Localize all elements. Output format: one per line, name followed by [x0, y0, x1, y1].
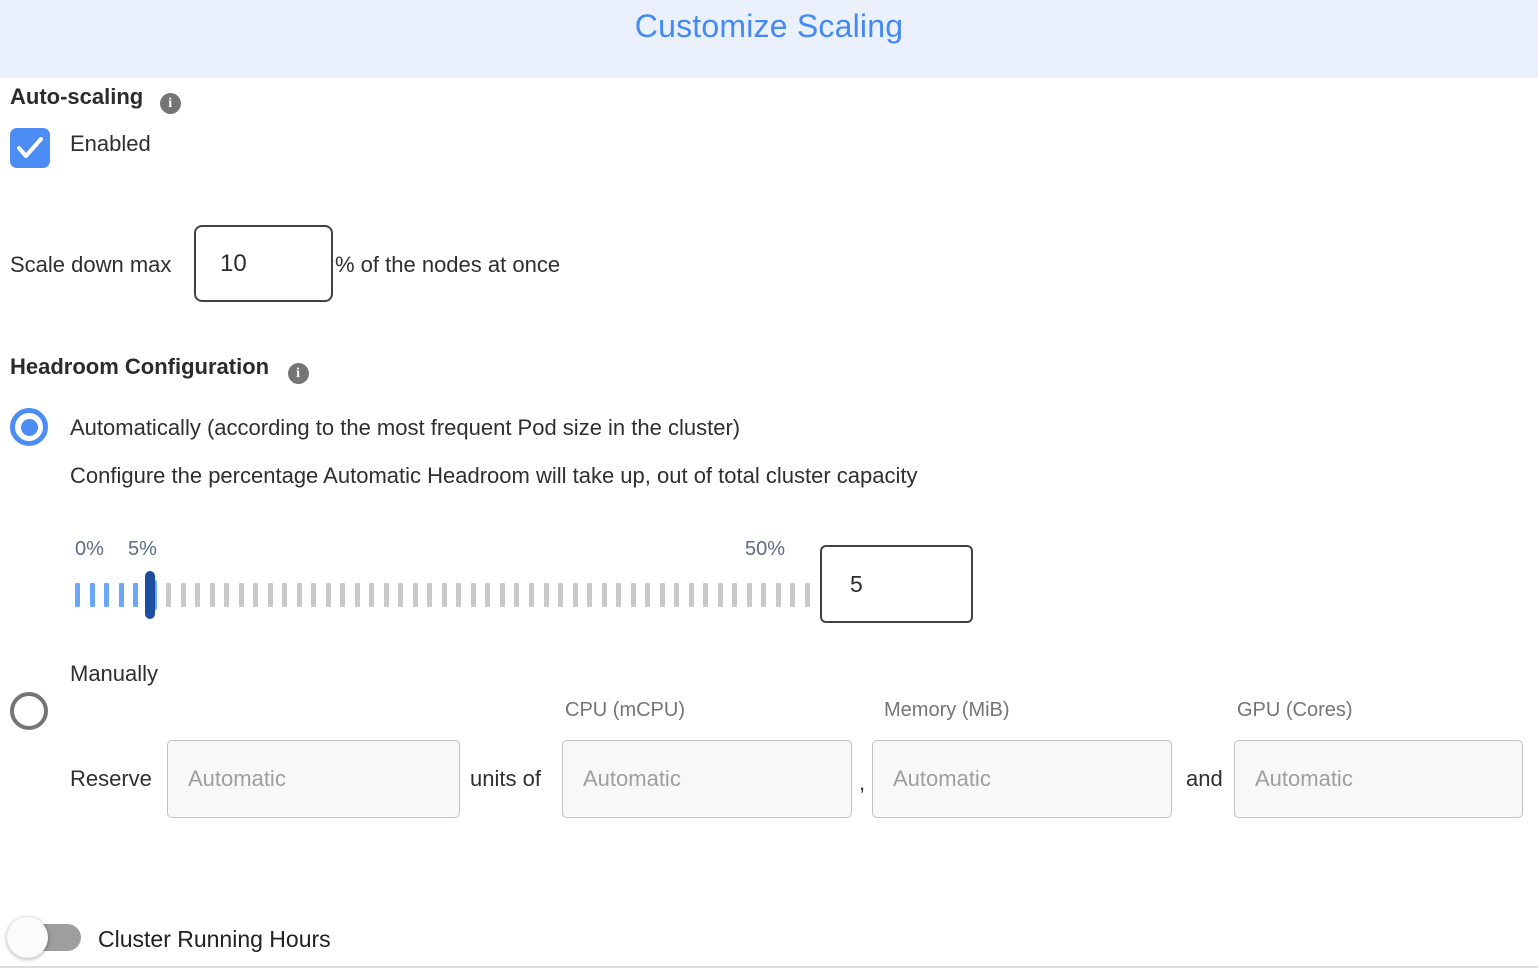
scale-down-max-label: Scale down max	[10, 252, 172, 277]
headroom-percentage-value: 5	[850, 570, 863, 597]
scale-down-max-suffix: % of the nodes at once	[335, 252, 561, 277]
slider-tick	[325, 583, 331, 607]
units-of-label: units of	[470, 766, 541, 791]
slider-tick	[412, 583, 418, 607]
slider-tick	[180, 583, 186, 607]
scale-down-max-value: 10	[220, 249, 247, 277]
slider-tick	[89, 583, 95, 607]
panel-header: Customize Scaling	[0, 0, 1538, 78]
slider-tick	[133, 583, 139, 607]
slider-tick	[209, 583, 215, 607]
slider-tick	[804, 583, 810, 607]
page-title: Customize Scaling	[634, 8, 904, 44]
reserve-memory-placeholder: Automatic	[893, 766, 991, 791]
slider-tick	[75, 583, 80, 607]
slider-min-label: 0%	[75, 538, 104, 560]
slider-tick	[558, 583, 564, 607]
enabled-label: Enabled	[70, 131, 151, 156]
cluster-running-hours-label: Cluster Running Hours	[98, 926, 331, 952]
headroom-info-icon[interactable]: i	[287, 363, 309, 384]
slider-tick	[470, 583, 476, 607]
headroom-manual-radio[interactable]	[10, 692, 48, 730]
slider-tick	[616, 583, 622, 607]
slider-tick	[456, 583, 462, 607]
reserve-gpu-placeholder: Automatic	[1255, 766, 1353, 791]
reserve-cpu-placeholder: Automatic	[583, 766, 681, 791]
slider-tick	[485, 583, 491, 607]
slider-tick	[572, 583, 578, 607]
slider-tick	[645, 583, 651, 607]
slider-tick	[659, 583, 665, 607]
auto-scaling-info-icon[interactable]: i	[159, 93, 181, 114]
slider-tick	[543, 583, 549, 607]
slider-tick	[732, 583, 738, 607]
slider-tick	[253, 583, 259, 607]
headroom-automatic-radio[interactable]	[10, 408, 48, 446]
headroom-automatic-label: Automatically (according to the most fre…	[70, 415, 741, 440]
slider-tick	[224, 583, 230, 607]
slider-tick	[630, 583, 636, 607]
reserve-units-input[interactable]: Automatic	[167, 740, 460, 818]
slider-tick	[104, 583, 110, 607]
slider-tick	[238, 583, 244, 607]
slider-tick	[398, 583, 404, 607]
slider-tick	[267, 583, 273, 607]
slider-tick	[746, 583, 752, 607]
slider-tick	[427, 583, 433, 607]
auto-scaling-section-label: Auto-scaling	[10, 84, 144, 109]
slider-tick	[674, 583, 680, 607]
slider-tick	[441, 583, 447, 607]
memory-column-header: Memory (MiB)	[884, 699, 1010, 721]
slider-tick	[282, 583, 288, 607]
slider-tick	[499, 583, 505, 607]
slider-tick	[166, 583, 172, 607]
auto-scaling-enabled-checkbox[interactable]	[10, 128, 50, 168]
slider-handle[interactable]	[145, 571, 155, 619]
slider-tick	[587, 583, 593, 607]
slider-tick	[383, 583, 389, 607]
reserve-gpu-input[interactable]: Automatic	[1234, 740, 1523, 818]
checkmark-icon	[17, 137, 43, 159]
slider-tick	[354, 583, 360, 607]
slider-tick	[118, 583, 124, 607]
reserve-label: Reserve	[70, 766, 152, 791]
toggle-knob[interactable]	[7, 917, 48, 958]
gpu-column-header: GPU (Cores)	[1237, 699, 1353, 721]
slider-tick	[514, 583, 520, 607]
slider-tick	[761, 583, 767, 607]
slider-tick	[369, 583, 375, 607]
scale-down-max-input[interactable]: 10	[194, 225, 333, 302]
and-label: and	[1186, 766, 1223, 791]
cpu-column-header: CPU (mCPU)	[565, 699, 685, 721]
headroom-manual-label: Manually	[70, 661, 159, 686]
slider-tick	[790, 583, 796, 607]
slider-tick	[601, 583, 607, 607]
slider-tick	[296, 583, 302, 607]
headroom-percentage-input[interactable]: 5	[820, 545, 973, 623]
reserve-units-placeholder: Automatic	[188, 766, 286, 791]
slider-tick	[717, 583, 723, 607]
reserve-cpu-input[interactable]: Automatic	[562, 740, 852, 818]
slider-tick	[311, 583, 317, 607]
slider-tick	[775, 583, 781, 607]
bottom-divider	[0, 966, 1538, 968]
headroom-percentage-slider[interactable]	[75, 571, 810, 619]
headroom-auto-description: Configure the percentage Automatic Headr…	[70, 463, 918, 488]
comma-separator: ,	[859, 770, 866, 795]
slider-tick	[528, 583, 534, 607]
headroom-section-label: Headroom Configuration	[10, 354, 270, 379]
slider-tick	[688, 583, 694, 607]
slider-tick	[703, 583, 709, 607]
slider-tick	[340, 583, 346, 607]
slider-current-label: 5%	[128, 538, 157, 560]
slider-max-label: 50%	[745, 538, 786, 560]
reserve-memory-input[interactable]: Automatic	[872, 740, 1172, 818]
slider-tick	[195, 583, 201, 607]
